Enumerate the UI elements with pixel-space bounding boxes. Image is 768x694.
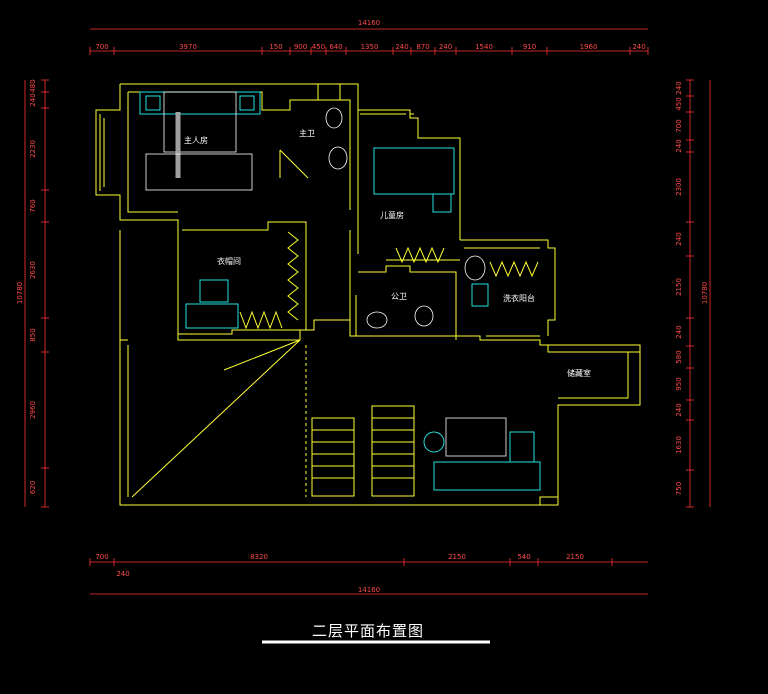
public-basin	[366, 311, 388, 329]
bottom-extra-label: 240	[116, 570, 129, 578]
walls	[95, 83, 641, 506]
room-master-bath: 主卫	[299, 128, 315, 138]
right-dim-0: 240	[675, 81, 683, 94]
top-dimension-chain: 14160 700 3970 150 900 450 640 1350 240 870 240 15…	[89, 19, 649, 55]
public-toilet	[414, 305, 434, 327]
room-labels: 主人房 主卫 儿童房 衣帽间 公卫 洗衣阳台 储藏室	[184, 128, 591, 378]
right-dim-3: 240	[675, 139, 683, 152]
top-dim-7: 240	[395, 43, 408, 51]
right-total-label: 10780	[701, 282, 709, 304]
left-dim-0: 480	[29, 79, 37, 92]
kids-bed	[373, 147, 455, 195]
top-dim-0: 700	[95, 43, 108, 51]
top-dim-5: 640	[329, 43, 342, 51]
lounge-chair	[509, 431, 535, 463]
side-table	[423, 431, 445, 453]
left-dim-3: 760	[29, 199, 37, 212]
right-dim-6: 2150	[675, 278, 683, 296]
room-kids: 儿童房	[380, 210, 404, 220]
bottom-total-label: 14160	[358, 586, 380, 594]
kids-desk	[432, 193, 452, 213]
right-dimension-chain: 10780 240 450 700 240 2300 240 2150 240 580 950 24…	[675, 79, 711, 508]
closet-armchair	[199, 279, 229, 303]
bottom-dim-3: 540	[517, 553, 530, 561]
top-dim-2: 150	[269, 43, 282, 51]
top-dim-4: 450	[312, 43, 325, 51]
room-public-bath: 公卫	[391, 292, 407, 301]
top-dim-8: 870	[416, 43, 429, 51]
room-storage: 储藏室	[567, 368, 591, 378]
top-dim-9: 240	[439, 43, 452, 51]
right-dim-2: 700	[675, 119, 683, 132]
stairs	[311, 405, 415, 497]
top-dim-1: 3970	[179, 43, 197, 51]
master-rug	[145, 153, 253, 191]
bottom-dim-4: 2150	[566, 553, 584, 561]
right-dim-5: 240	[675, 232, 683, 245]
left-dim-1: 240	[29, 93, 37, 106]
top-dim-3: 900	[294, 43, 307, 51]
coffee-table	[445, 417, 507, 457]
right-dim-10: 240	[675, 403, 683, 416]
room-master-bedroom: 主人房	[184, 135, 208, 145]
master-toilet	[325, 107, 343, 129]
nightstand-right	[239, 95, 255, 111]
right-dim-1: 450	[675, 97, 683, 110]
left-dim-4: 2630	[29, 261, 37, 279]
right-dim-7: 240	[675, 325, 683, 338]
top-dim-10: 1540	[475, 43, 493, 51]
sofa	[433, 461, 541, 491]
left-dim-2: 2230	[29, 140, 37, 158]
right-dim-9: 950	[675, 377, 683, 390]
furniture	[139, 91, 541, 491]
top-total-label: 14160	[358, 19, 380, 27]
laundry-basin	[464, 255, 486, 281]
bottom-dim-1: 8320	[250, 553, 268, 561]
left-dim-7: 620	[29, 481, 37, 494]
right-dim-8: 580	[675, 350, 683, 363]
top-dim-11: 910	[523, 43, 536, 51]
bottom-dimension-chain: 14160 240 700 8320 2150 540 2150	[89, 553, 648, 595]
drawing-title: 二层平面布置图	[312, 622, 424, 640]
bottom-dim-0: 700	[95, 553, 108, 561]
room-closet: 衣帽间	[217, 256, 241, 266]
dressing-table	[185, 303, 239, 329]
right-dim-4: 2300	[675, 178, 683, 196]
bottom-dim-2: 2150	[448, 553, 466, 561]
right-dim-12: 750	[675, 482, 683, 495]
top-dim-12: 1960	[580, 43, 598, 51]
master-bed	[163, 91, 237, 153]
nightstand-left	[145, 95, 161, 111]
washing-machine	[471, 283, 489, 307]
master-basin	[328, 146, 348, 170]
right-dim-11: 1630	[675, 436, 683, 454]
left-dim-5: 850	[29, 328, 37, 341]
left-total-label: 10780	[16, 282, 24, 304]
left-dim-6: 2960	[29, 401, 37, 419]
top-dim-6: 1350	[361, 43, 379, 51]
room-laundry-balcony: 洗衣阳台	[503, 293, 535, 303]
wardrobe-hangers	[239, 231, 539, 330]
top-dim-13: 240	[632, 43, 645, 51]
bed-headboard	[139, 91, 261, 115]
